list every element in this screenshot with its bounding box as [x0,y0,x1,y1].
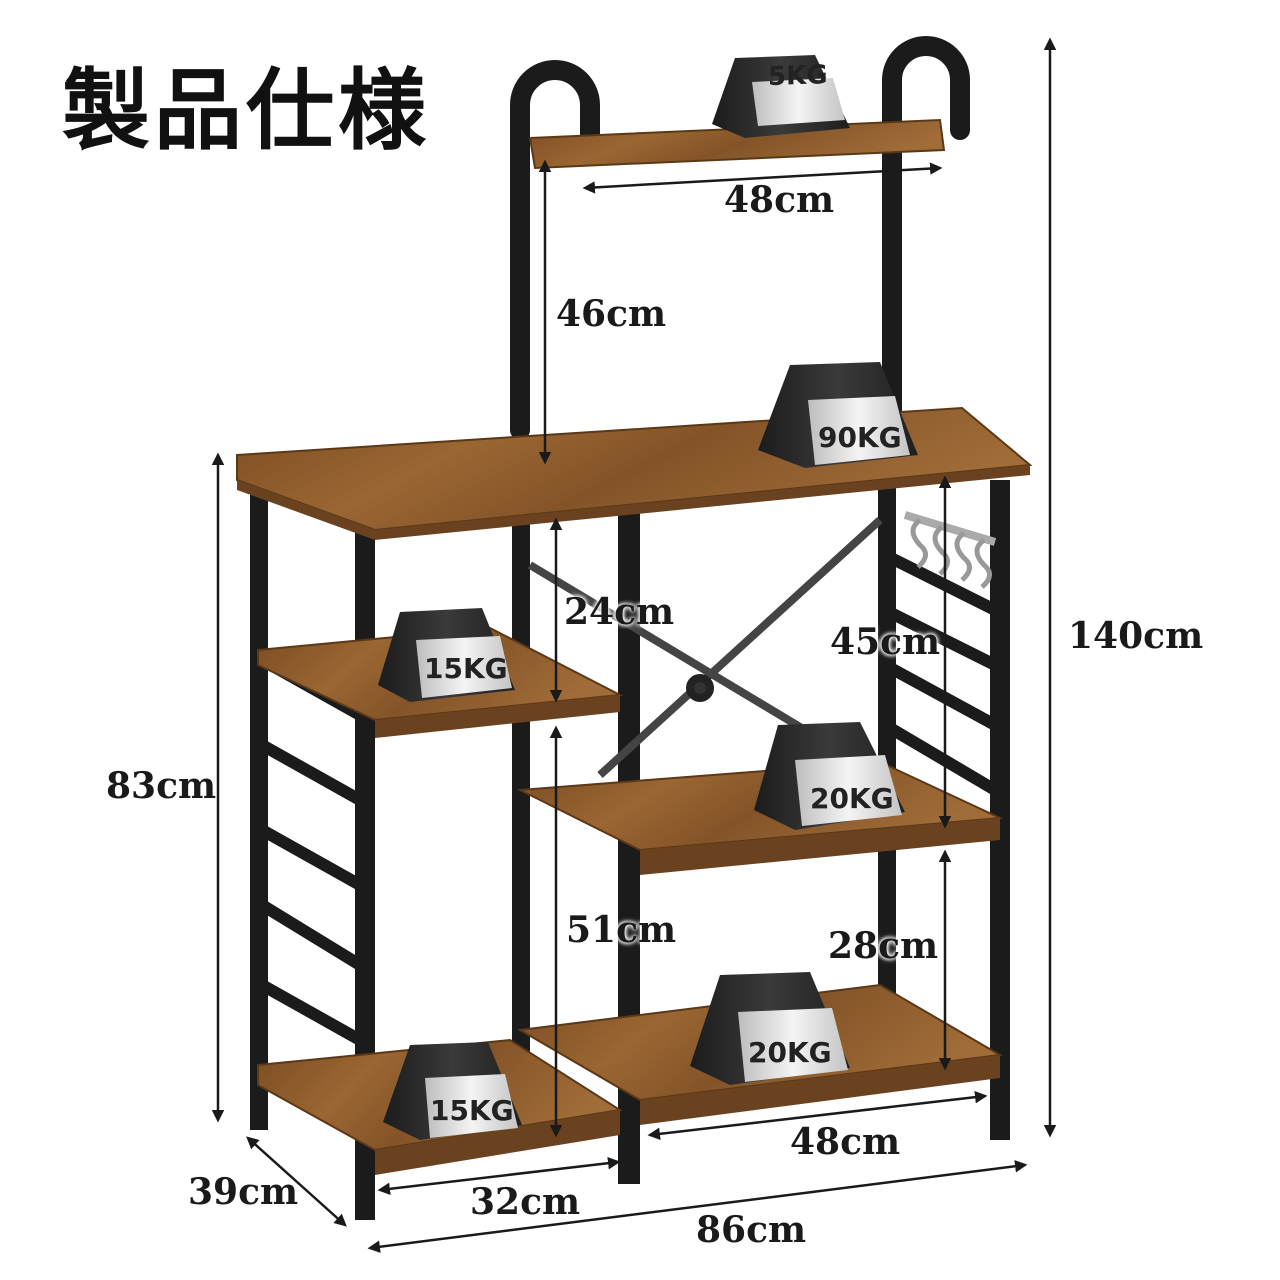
weight-label-tabletop: 90KG [818,421,902,454]
weight-label-left-upper: 15KG [424,652,508,685]
back-left-leg [250,480,268,1130]
dimension-depth: 39cm [188,1171,299,1213]
weight-right-middle [754,722,905,830]
weight-label-right-middle: 20KG [810,782,894,815]
left-side-rungs [258,654,364,1046]
dimension-total-width: 86cm [696,1209,807,1251]
dimension-total-height: 140cm [1068,615,1204,657]
dimension-left-bay-width: 32cm [470,1181,581,1223]
left-upper-shelf-edge [375,695,620,738]
weight-left-bottom [383,1042,522,1140]
right-bay-width-line [647,1090,988,1141]
right-middle-shelf-edge [640,818,1000,875]
dimension-table-height: 83cm [106,765,217,807]
weight-left-upper [378,608,515,702]
dimension-right-upper-gap: 45cm [830,621,941,663]
total-width-line [367,1160,1028,1253]
dimension-left-upper-gap: 24cm [564,591,675,633]
weight-label-top: 5KG [768,60,828,92]
depth-line [246,1136,347,1227]
dimension-hutch-height: 46cm [556,293,667,335]
top-width-line [582,162,943,194]
weight-top [712,55,850,138]
dimension-right-lower-gap: 28cm [828,925,939,967]
dimension-left-lower-gap: 51cm [566,909,677,951]
hutch-frame [510,36,970,440]
dimension-lines [211,37,1057,1253]
dimension-right-bay-width: 48cm [790,1121,901,1163]
dimension-top-shelf-width: 48cm [724,179,835,221]
weight-right-bottom [690,972,850,1085]
weight-tabletop [758,362,918,468]
left-arch [510,60,600,440]
right-arch [882,36,970,430]
weight-label-left-bottom: 15KG [430,1094,514,1127]
right-side-rungs [881,549,999,796]
right-front-leg [990,480,1010,1140]
page-title: 製品仕様 [62,59,431,162]
weight-label-right-bottom: 20KG [748,1036,832,1069]
